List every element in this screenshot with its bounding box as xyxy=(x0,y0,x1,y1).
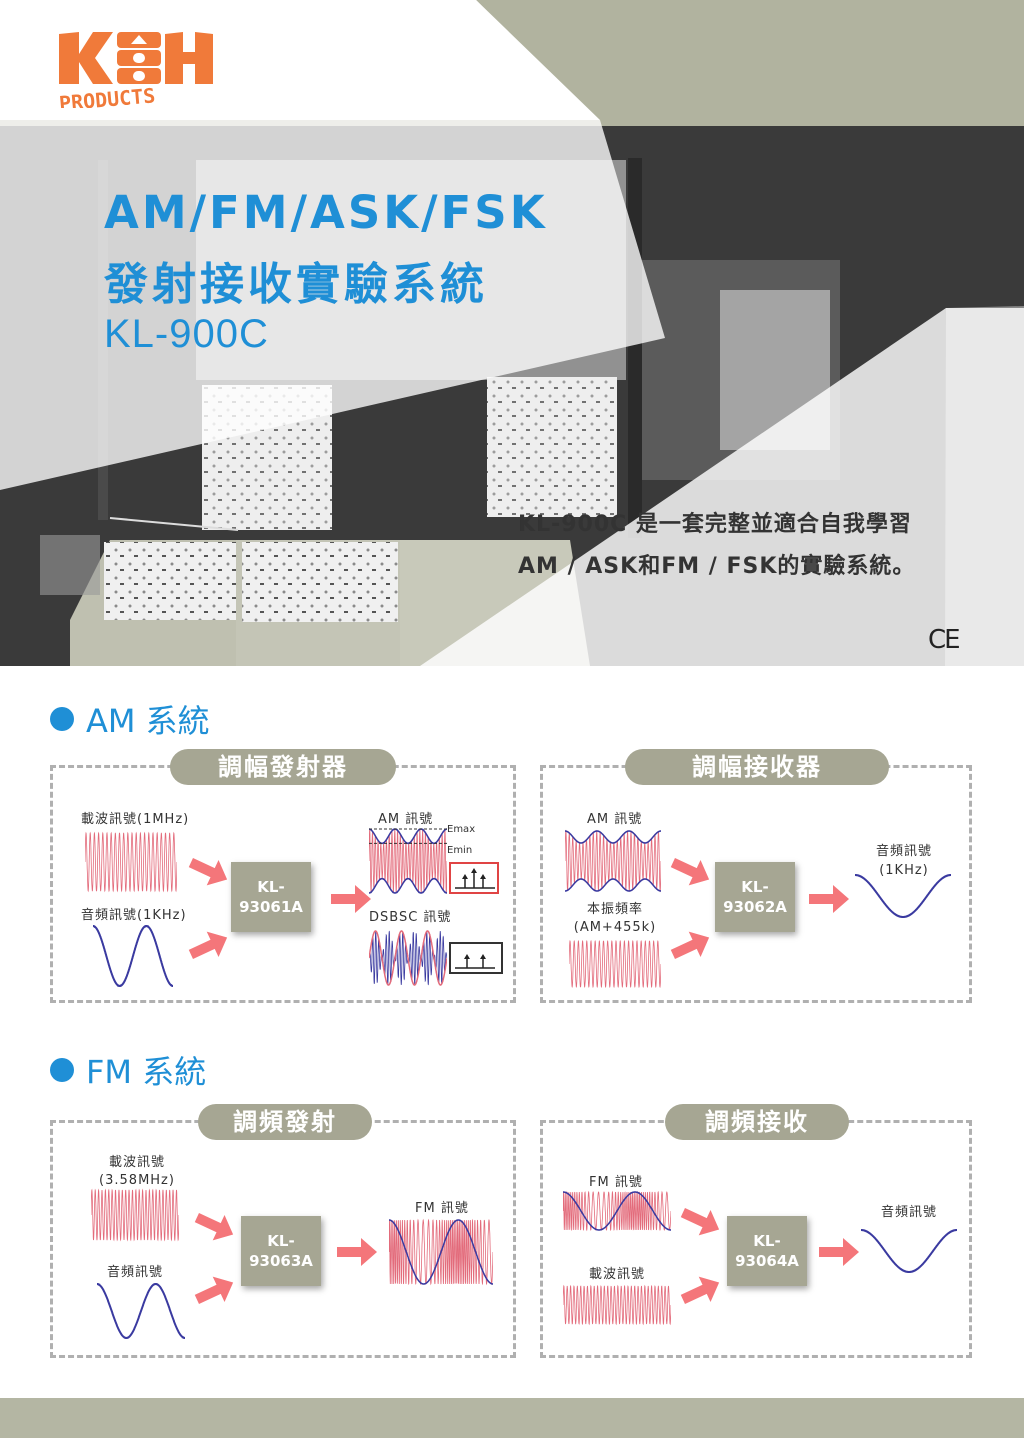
emax-label: Emax xyxy=(447,824,476,835)
module-kl93062a: KL- 93062A xyxy=(715,862,795,932)
module-line: 93062A xyxy=(723,898,787,916)
module-kl93061a: KL- 93061A xyxy=(231,862,311,932)
module-line: 93063A xyxy=(249,1252,313,1270)
arrow-icon xyxy=(680,1276,720,1304)
product-subtitle: 發射接收實驗系統 xyxy=(104,259,488,310)
dsbsc-wave xyxy=(369,930,447,986)
am-output-wave xyxy=(855,874,951,918)
footer-bar xyxy=(0,1398,1024,1438)
am-input-wave xyxy=(565,829,661,893)
am-section-title: AM 系統 xyxy=(50,696,210,742)
fm-carrier-wave xyxy=(91,1188,179,1242)
audio-label: 音頻訊號(1KHz) xyxy=(81,908,187,923)
arrow-icon xyxy=(188,858,228,886)
arrow-icon xyxy=(819,1238,859,1266)
arrow-icon xyxy=(194,1213,234,1241)
am-signal-label: AM 訊號 xyxy=(378,812,434,827)
audio-wave xyxy=(93,925,173,987)
bullet-icon xyxy=(50,1058,74,1082)
kaoh-logo: PRODUCTS xyxy=(55,28,215,116)
module-line: KL- xyxy=(257,878,285,896)
hero-background xyxy=(0,0,1024,666)
fm-section-title-text: FM 系統 xyxy=(86,1053,207,1091)
hero-banner: PRODUCTS AM/FM/ASK/FSK 發射接收實驗系統 KL-900C … xyxy=(0,0,1024,666)
bullet-icon xyxy=(50,707,74,731)
dsbsc-label: DSBSC 訊號 xyxy=(369,910,452,925)
fm-rx-carrier-label: 載波訊號 xyxy=(589,1267,646,1282)
intro-line-2: AM / ASK和FM / FSK的實驗系統。 xyxy=(518,554,916,579)
fm-audio-label: 音頻訊號 xyxy=(107,1265,164,1280)
am-output-label: 音頻訊號 (1KHz) xyxy=(861,840,947,878)
fm-transmitter-label: 調頻發射器 xyxy=(198,1104,372,1172)
arrow-icon xyxy=(670,931,710,959)
fm-signal-label: FM 訊號 xyxy=(415,1201,469,1216)
fm-carrier-label: 載波訊號 (3.58MHz) xyxy=(97,1151,177,1188)
fm-receiver-box: 調頻接收器 FM 訊號 載波訊號 KL- 93064A 音頻訊號 xyxy=(540,1104,972,1358)
module-line: KL- xyxy=(741,878,769,896)
emin-label: Emin xyxy=(447,845,473,856)
arrow-icon xyxy=(188,931,228,959)
fm-input-wave xyxy=(563,1190,671,1232)
product-model: KL-900C xyxy=(104,312,269,356)
fm-wave xyxy=(389,1218,493,1286)
arrow-icon xyxy=(337,1238,377,1266)
am-output-line1: 音頻訊號 xyxy=(875,844,932,859)
spectrum-icon xyxy=(455,954,495,969)
am-input-label: AM 訊號 xyxy=(587,812,643,827)
am-output-line2: (1KHz) xyxy=(879,863,929,878)
arrow-icon xyxy=(809,885,849,913)
am-transmitter-label: 調幅發射器 xyxy=(170,749,396,785)
module-line: 93064A xyxy=(735,1252,799,1270)
am-spectrum-box xyxy=(449,862,499,894)
module-line: 93061A xyxy=(239,898,303,916)
arrow-icon xyxy=(194,1276,234,1304)
am-receiver-box: 調幅接收器 AM 訊號 本振頻率 (AM+455k) KL- 93062A 音頻… xyxy=(540,749,972,1003)
dsbsc-spectrum-box xyxy=(449,942,503,974)
am-section-title-text: AM 系統 xyxy=(86,702,210,740)
arrow-icon xyxy=(680,1208,720,1236)
am-receiver-label: 調幅接收器 xyxy=(625,749,889,785)
intro-line-1: KL-900C 是一套完整並適合自我學習 xyxy=(518,512,912,537)
fm-input-label: FM 訊號 xyxy=(589,1175,643,1190)
arrow-icon xyxy=(331,885,371,913)
fm-output-wave xyxy=(861,1229,957,1273)
module-kl93063a: KL- 93063A xyxy=(241,1216,321,1286)
fm-carrier-line2: (3.58MHz) xyxy=(99,1173,175,1188)
module-line: KL- xyxy=(753,1232,781,1250)
logo-subtitle: PRODUCTS xyxy=(58,83,156,108)
ce-mark-icon: CE xyxy=(928,625,961,655)
product-title: AM/FM/ASK/FSK xyxy=(104,186,548,239)
fm-rx-carrier-wave xyxy=(563,1284,671,1326)
am-transmitter-box: 調幅發射器 載波訊號(1MHz) 音頻訊號(1KHz) KL- 93061A A… xyxy=(50,749,516,1003)
arrow-icon xyxy=(670,858,710,886)
lo-label: 本振頻率 (AM+455k) xyxy=(573,898,657,935)
module-kl93064a: KL- 93064A xyxy=(727,1216,807,1286)
fm-output-label: 音頻訊號 xyxy=(881,1205,938,1220)
fm-carrier-line1: 載波訊號 xyxy=(108,1155,165,1170)
spectrum-icon xyxy=(455,868,495,889)
carrier-label: 載波訊號(1MHz) xyxy=(81,812,190,827)
lo-label-line1: 本振頻率 xyxy=(586,902,643,917)
lo-label-line2: (AM+455k) xyxy=(573,920,657,935)
fm-transmitter-box: 調頻發射器 載波訊號 (3.58MHz) 音頻訊號 KL- 93063A FM … xyxy=(50,1104,516,1358)
product-intro: KL-900C 是一套完整並適合自我學習 AM / ASK和FM / FSK的實… xyxy=(518,504,915,588)
am-wave xyxy=(369,828,447,894)
fm-section-title: FM 系統 xyxy=(50,1047,206,1093)
lo-wave xyxy=(569,939,661,989)
carrier-wave xyxy=(85,831,177,893)
fm-receiver-label: 調頻接收器 xyxy=(665,1104,849,1172)
fm-audio-wave xyxy=(97,1283,185,1339)
module-line: KL- xyxy=(267,1232,295,1250)
